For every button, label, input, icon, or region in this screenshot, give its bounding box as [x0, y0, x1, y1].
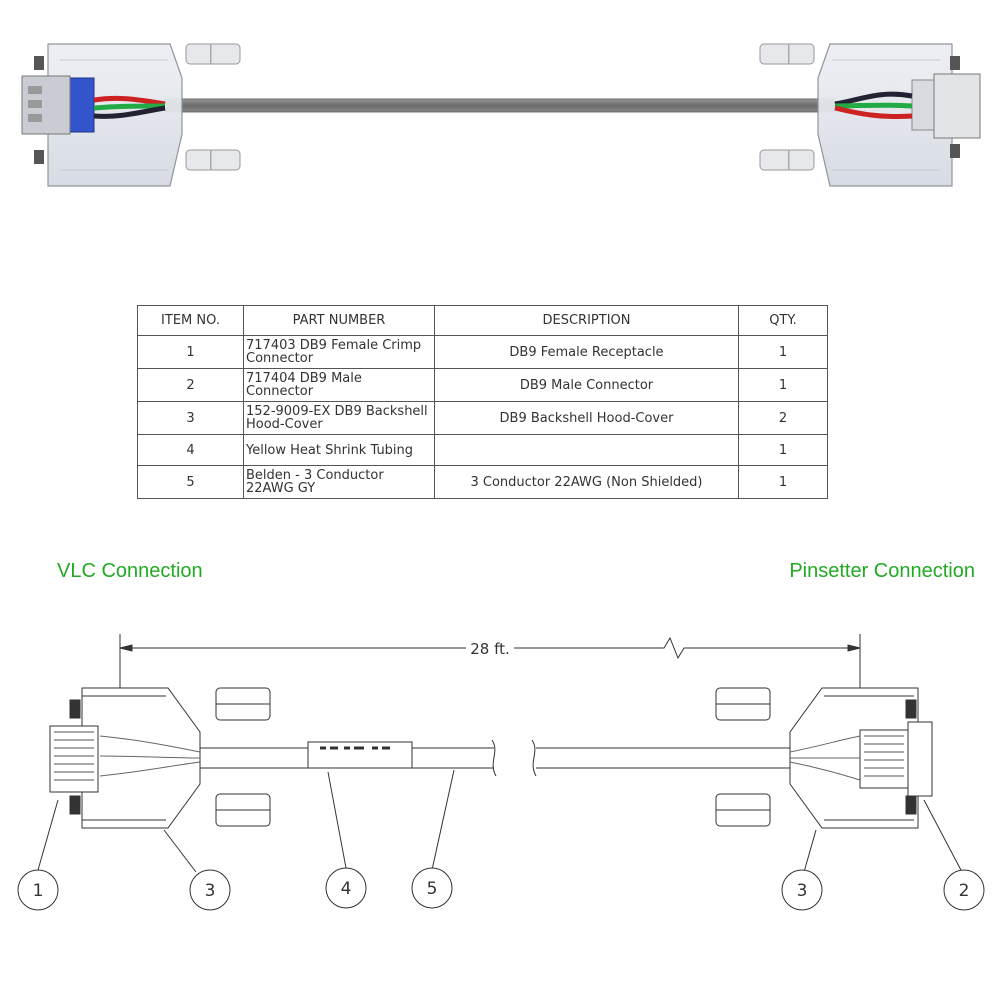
bom-header-row: ITEM NO. PART NUMBER DESCRIPTION QTY.: [137, 305, 828, 336]
balloon-1: [17, 869, 59, 911]
table-row: 4 Yellow Heat Shrink Tubing 1: [137, 434, 828, 466]
cell-desc: DB9 Male Connector: [434, 368, 739, 402]
balloon-2: [943, 869, 985, 911]
leader-5: [431, 769, 455, 871]
cell-desc: DB9 Backshell Hood-Cover: [434, 401, 739, 435]
left-connector-3d: [21, 43, 241, 187]
leader-4: [327, 771, 347, 869]
cell-part: 152-9009-EX DB9 Backshell Hood-Cover: [243, 401, 435, 435]
right-connector-3d: [759, 43, 981, 187]
balloon-4-label: 4: [341, 879, 352, 899]
balloon-3b-label: 3: [797, 881, 808, 901]
cell-qty: 1: [738, 465, 828, 499]
cable-3d: [164, 98, 836, 113]
cell-qty: 1: [738, 335, 828, 369]
cell-item: 1: [137, 335, 244, 369]
balloon-1-label: 1: [33, 881, 44, 901]
balloon-3a-label: 3: [205, 881, 216, 901]
cell-part: Belden - 3 Conductor 22AWG GY: [243, 465, 435, 499]
left-connector-drawing: [49, 687, 271, 829]
balloon-3b: [781, 869, 823, 911]
cell-item: 2: [137, 368, 244, 402]
break-mark-left: [491, 739, 497, 777]
leader-1: [37, 799, 59, 871]
table-row: 1 717403 DB9 Female Crimp Connector DB9 …: [137, 335, 828, 369]
cell-qty: 1: [738, 434, 828, 466]
cell-item: 4: [137, 434, 244, 466]
technical-drawing: [17, 634, 985, 911]
table-row: 5 Belden - 3 Conductor 22AWG GY 3 Conduc…: [137, 465, 828, 499]
cell-part: Yellow Heat Shrink Tubing: [243, 434, 435, 466]
break-mark-right: [531, 739, 537, 777]
balloon-3a: [189, 869, 231, 911]
cell-item: 5: [137, 465, 244, 499]
header-desc: DESCRIPTION: [434, 305, 739, 336]
header-part: PART NUMBER: [243, 305, 435, 336]
table-row: 3 152-9009-EX DB9 Backshell Hood-Cover D…: [137, 401, 828, 435]
heat-shrink: [307, 741, 413, 769]
cable-3d-view: [21, 43, 981, 187]
cell-qty: 1: [738, 368, 828, 402]
balloon-2-label: 2: [959, 881, 970, 901]
pinsetter-connection-label: Pinsetter Connection: [789, 560, 975, 582]
cell-desc: DB9 Female Receptacle: [434, 335, 739, 369]
cell-part: 717404 DB9 Male Connector: [243, 368, 435, 402]
balloon-5-label: 5: [427, 879, 438, 899]
cell-desc: [434, 434, 739, 466]
header-qty: QTY.: [738, 305, 828, 336]
bill-of-materials: ITEM NO. PART NUMBER DESCRIPTION QTY. 1 …: [137, 305, 828, 499]
leader-3a: [163, 829, 197, 873]
cell-item: 3: [137, 401, 244, 435]
leader-3b: [803, 829, 817, 873]
balloon-4: [325, 867, 367, 909]
cell-desc: 3 Conductor 22AWG (Non Shielded): [434, 465, 739, 499]
dimension-label: 28 ft.: [470, 640, 510, 658]
table-row: 2 717404 DB9 Male Connector DB9 Male Con…: [137, 368, 828, 402]
leader-2: [923, 799, 963, 873]
balloon-5: [411, 867, 453, 909]
right-connector-drawing: [715, 687, 933, 829]
cell-part: 717403 DB9 Female Crimp Connector: [243, 335, 435, 369]
header-item: ITEM NO.: [137, 305, 244, 336]
cell-qty: 2: [738, 401, 828, 435]
dimension-line: [120, 636, 860, 660]
blue-insert: [69, 77, 95, 133]
vlc-connection-label: VLC Connection: [57, 560, 203, 582]
